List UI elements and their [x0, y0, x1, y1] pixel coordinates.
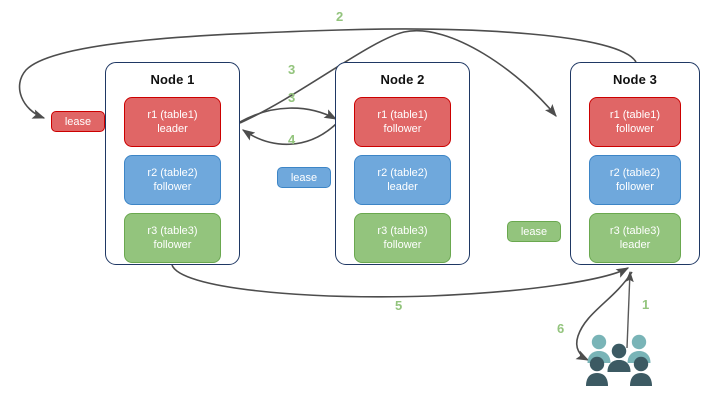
replica-node2-r1[interactable]: r1 (table1) follower [354, 97, 451, 147]
replica-role: follower [383, 123, 422, 135]
people-group-icon [586, 334, 652, 386]
replica-node3-r1[interactable]: r1 (table1) follower [589, 97, 681, 147]
node-title-1: Node 1 [150, 72, 195, 87]
replica-role: follower [153, 181, 192, 193]
step-label-4: 4 [288, 132, 296, 147]
arrow-step-6 [575, 271, 633, 361]
step-label-1: 1 [642, 297, 650, 312]
replica-node2-r3[interactable]: r3 (table3) follower [354, 213, 451, 263]
lease-label: lease [520, 225, 548, 238]
step-label-6: 6 [557, 321, 565, 336]
lease-badge-table3[interactable]: lease [507, 221, 561, 242]
replica-node3-r2[interactable]: r2 (table2) follower [589, 155, 681, 205]
node-title-2: Node 2 [380, 72, 425, 87]
step-label-3b: 3 [288, 90, 296, 105]
replica-node1-r3[interactable]: r3 (table3) follower [124, 213, 221, 263]
replica-name: r1 (table1) [609, 109, 661, 121]
arrow-step-1 [625, 270, 634, 349]
replica-node1-r2[interactable]: r2 (table2) follower [124, 155, 221, 205]
lease-label: lease [64, 115, 92, 128]
replica-node2-r2[interactable]: r2 (table2) leader [354, 155, 451, 205]
node-title-3: Node 3 [613, 72, 657, 87]
replica-node3-r3[interactable]: r3 (table3) leader [589, 213, 681, 263]
replica-name: r3 (table3) [147, 225, 198, 237]
replica-role: follower [616, 123, 654, 135]
arrow-step-5 [171, 264, 630, 298]
replica-role: follower [153, 239, 192, 251]
node-container-1[interactable]: Node 1 r1 (table1) leader r2 (table2) fo… [105, 62, 240, 265]
lease-badge-table1[interactable]: lease [51, 111, 105, 132]
replica-role: leader [619, 239, 651, 251]
node-container-2[interactable]: Node 2 r1 (table1) follower r2 (table2) … [335, 62, 470, 265]
arrow-step-3-short [239, 107, 338, 123]
replica-name: r3 (table3) [609, 225, 661, 237]
replica-role: leader [157, 123, 188, 135]
replica-role: leader [387, 181, 418, 193]
replica-role: follower [383, 239, 422, 251]
replica-name: r1 (table1) [377, 109, 428, 121]
replica-name: r2 (table2) [609, 167, 661, 179]
arrow-step-2 [18, 28, 637, 119]
lease-label: lease [290, 171, 318, 184]
replica-node1-r1[interactable]: r1 (table1) leader [124, 97, 221, 147]
arrow-step-3-long [239, 29, 557, 124]
replica-name: r2 (table2) [377, 167, 428, 179]
replica-name: r2 (table2) [147, 167, 198, 179]
step-label-2: 2 [336, 9, 344, 24]
replica-name: r3 (table3) [377, 225, 428, 237]
lease-badge-table2[interactable]: lease [277, 167, 331, 188]
step-label-5: 5 [395, 298, 403, 313]
arrow-step-4 [241, 123, 337, 146]
node-container-3[interactable]: Node 3 r1 (table1) follower r2 (table2) … [570, 62, 700, 265]
replica-role: follower [616, 181, 654, 193]
step-label-3a: 3 [288, 62, 296, 77]
replica-name: r1 (table1) [147, 109, 198, 121]
